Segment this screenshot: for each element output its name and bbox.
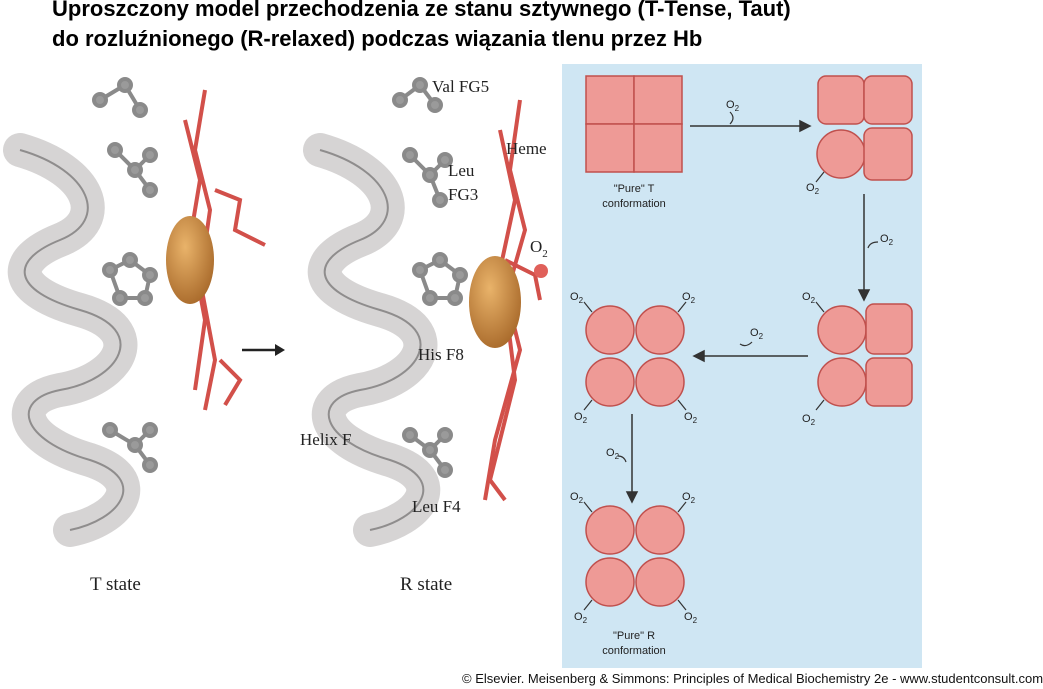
transition-arrows [625,119,871,504]
o2-label: O2 [750,327,764,341]
t-helix-ribbon [3,133,141,547]
o2-ticks [583,171,825,611]
o2-label: O2 [570,291,584,305]
r-iron-atom [469,256,521,348]
o2-label: O2 [684,611,698,625]
pure-r-caption-2: conformation [602,645,666,657]
r-helix-edge [319,149,425,531]
t-helix-edge [19,149,125,531]
heme-helix-illustration: Val FG5 Heme Leu FG3 O2 His F8 Helix F L… [3,77,548,595]
pure-t-caption-2: conformation [602,198,666,210]
o2-label: O2 [802,291,816,305]
o2-label: O2 [802,413,816,427]
t-side-chains [92,77,158,473]
subunits [585,75,913,607]
o2-label: O2 [726,99,740,113]
o2-label: O2 [574,411,588,425]
o2-label: O2 [606,447,620,461]
o2-label: O2 [682,291,696,305]
structure-labels: Val FG5 Heme Leu FG3 O2 His F8 Helix F L… [90,77,548,595]
o2-label: O2 [570,491,584,505]
r-side-chains [392,77,468,478]
t-to-r-arrow [242,344,285,356]
o2-label: O2 [682,491,696,505]
o2-label: O2 [574,611,588,625]
copyright-credit: © Elsevier. Meisenberg & Simmons: Princi… [462,671,1043,686]
label-r-state: R state [400,574,452,595]
label-o2: O2 [530,237,548,260]
o2-labels: O2 O2 O2 O2 O2 O2 O2 O2 O2 O2 O2 O2 O2 O… [570,99,894,625]
label-leu-fg3-2: FG3 [448,185,478,204]
o2-curl-arrows [617,111,879,463]
title-line-2: do rozluźnionego (R-relaxed) podczas wią… [52,26,703,51]
label-helix-f: Helix F [300,430,351,449]
t-state-structure [3,77,266,547]
title-line-1: Uproszczony model przechodzenia ze stanu… [52,0,791,21]
label-t-state: T state [90,574,141,595]
label-val-fg5: Val FG5 [432,77,489,96]
pure-t-caption-1: "Pure" T [614,183,655,195]
label-leu-fg3-1: Leu [448,161,475,180]
o2-label: O2 [880,233,894,247]
conformation-captions: "Pure" T conformation "Pure" R conformat… [602,183,666,657]
label-his-f8: His F8 [418,345,464,364]
r-state-structure [303,77,548,547]
t-iron-atom [166,216,214,304]
slide-title: Uproszczony model przechodzenia ze stanu… [52,0,952,54]
label-leu-f4: Leu F4 [412,497,461,516]
o2-label: O2 [806,182,820,196]
r-helix-ribbon [303,133,441,547]
label-heme: Heme [506,139,547,158]
o2-label: O2 [684,411,698,425]
pure-r-caption-1: "Pure" R [613,630,655,642]
bound-oxygen [534,264,548,278]
conformation-scheme: O2 O2 O2 O2 O2 O2 O2 O2 O2 O2 O2 O2 O2 O… [562,64,922,668]
